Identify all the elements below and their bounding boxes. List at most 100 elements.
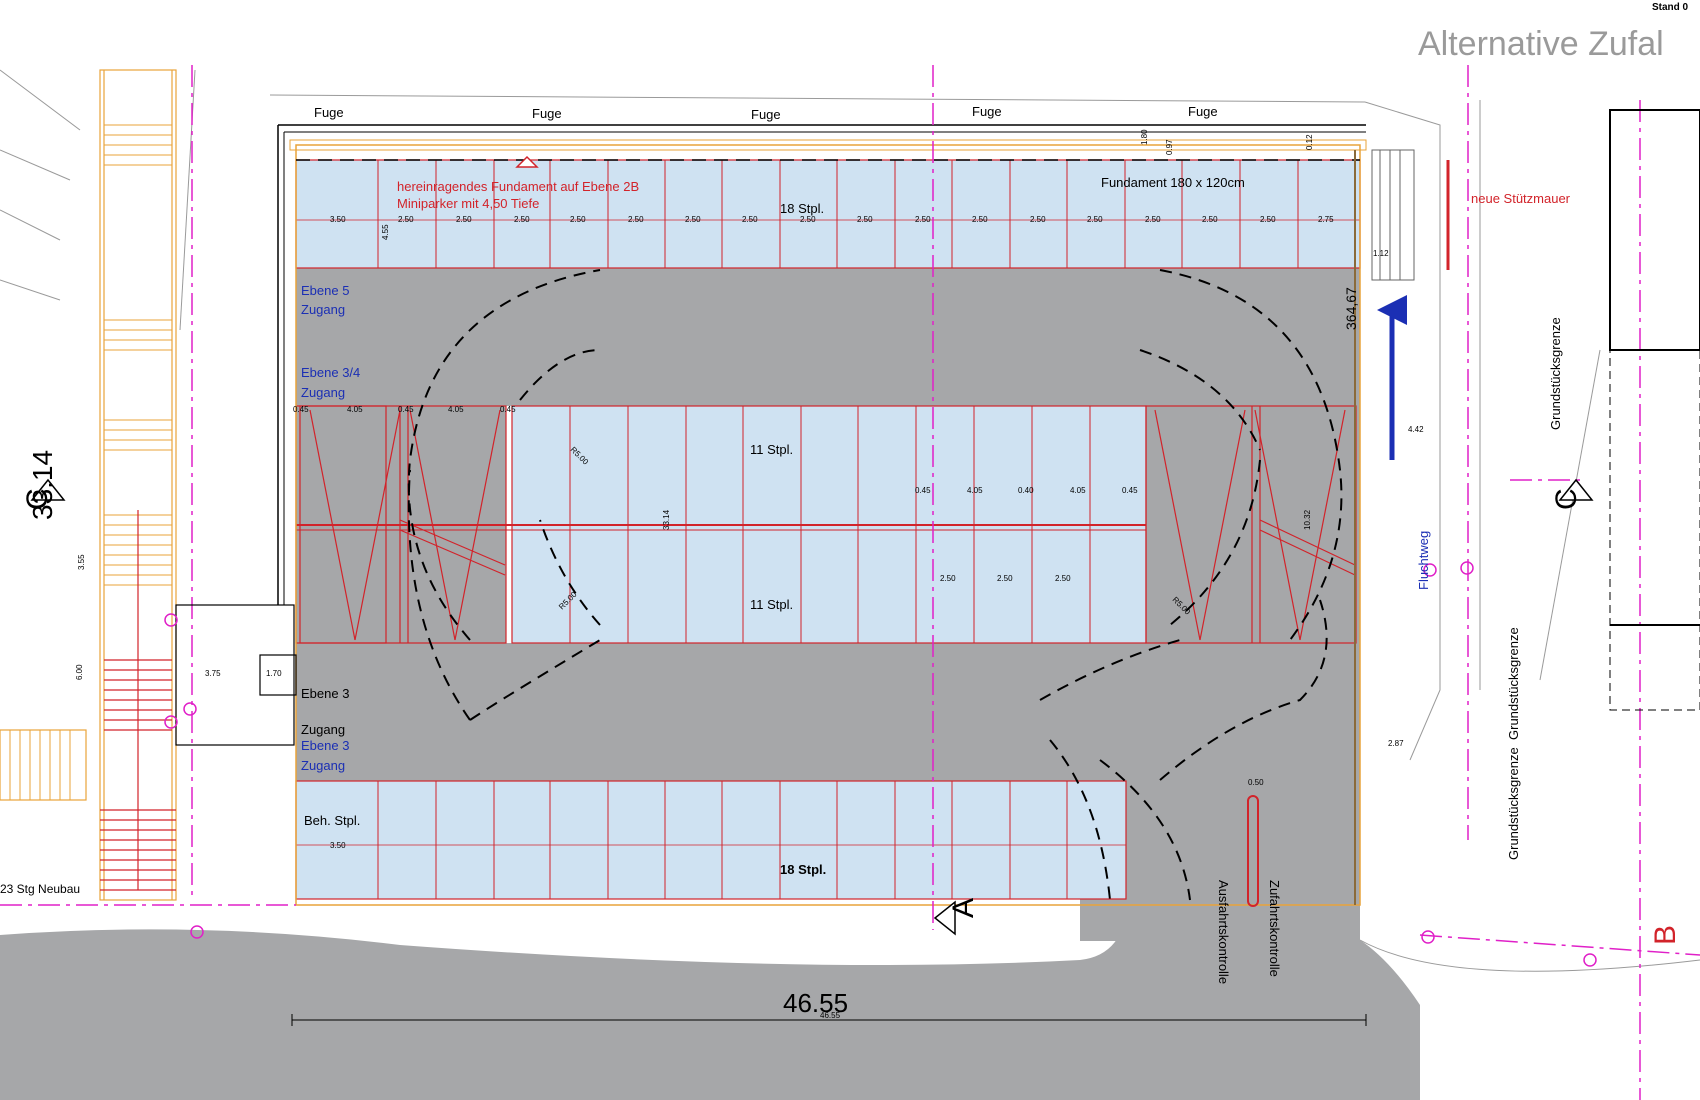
level-34-label: Ebene 3/4	[301, 365, 360, 380]
dim-045-b: 0.45	[398, 405, 414, 414]
dim-250-f: 2.50	[685, 215, 701, 224]
level-3-access-blue: Zugang	[301, 758, 345, 773]
dim-045-e: 0.45	[1122, 486, 1138, 495]
dim-405-c: 4.05	[967, 486, 983, 495]
control-bollard	[1247, 795, 1259, 907]
exit-control-label: Ausfahrtskontrolle	[1216, 880, 1231, 984]
boundary-label-2: Grundstücksgrenze	[1506, 627, 1521, 740]
dim-total-height: 33.14	[27, 450, 58, 520]
entry-control-label: Zufahrtskontrolle	[1267, 880, 1282, 977]
dim-250-h: 2.50	[800, 215, 816, 224]
dim-405-a: 4.05	[347, 405, 363, 414]
dim-045-c: 0.45	[500, 405, 516, 414]
dim-405-d: 4.05	[1070, 486, 1086, 495]
dim-250-mid-a: 2.50	[940, 574, 956, 583]
level-34-access: Zugang	[301, 385, 345, 400]
ramp-left	[299, 405, 507, 644]
level-3-label-black: Ebene 3	[301, 686, 349, 701]
dim-040: 0.40	[1018, 486, 1034, 495]
turning-paths	[407, 269, 1343, 901]
section-c-left: C	[21, 488, 54, 510]
stall-block-bottom	[295, 780, 1127, 900]
dim-045-a: 0.45	[293, 405, 309, 414]
dim-012: 0.12	[1305, 134, 1314, 150]
dim-350-bottom: 3.50	[330, 841, 346, 850]
stalls-mid-upper: 11 Stpl.	[750, 442, 793, 457]
dim-442: 4.42	[1408, 425, 1424, 434]
dim-250-e: 2.50	[628, 215, 644, 224]
building-walls	[277, 124, 1367, 906]
survey-points	[164, 561, 1597, 967]
dimension-bottom	[291, 1014, 1367, 1026]
stand-label: Stand 0	[1652, 2, 1689, 13]
dim-287: 2.87	[1388, 739, 1404, 748]
dim-250-n: 2.50	[1145, 215, 1161, 224]
foundation-note-2: Miniparker mit 4,50 Tiefe	[397, 196, 539, 211]
section-b: B	[1649, 925, 1682, 945]
stalls-bottom: 18 Stpl.	[780, 862, 826, 877]
joint-label-4: Fuge	[972, 104, 1002, 119]
level-5-label: Ebene 5	[301, 283, 349, 298]
dim-375: 3.75	[205, 669, 221, 678]
dim-097: 0.97	[1165, 139, 1174, 155]
dim-600-left: 6.00	[75, 664, 84, 680]
dim-1032: 10.32	[1303, 509, 1312, 530]
axis-lines	[0, 65, 1700, 1100]
dim-355: 3.55	[77, 554, 86, 570]
level-3-access-black: Zugang	[301, 722, 345, 737]
dim-250-k: 2.50	[972, 215, 988, 224]
joint-label-2: Fuge	[532, 106, 562, 121]
stall-block-top	[295, 159, 1361, 269]
stalls-top: 18 Stpl.	[780, 201, 824, 216]
section-a: A	[947, 898, 980, 918]
drive-areas	[0, 268, 1420, 1100]
dim-364: 364,67	[1343, 287, 1359, 330]
wall-note: neue Stützmauer	[1471, 191, 1571, 206]
dim-total-width: 46.55	[783, 988, 848, 1018]
joint-label-5: Fuge	[1188, 104, 1218, 119]
dim-180: 1.80	[1140, 129, 1149, 145]
dim-250-m: 2.50	[1087, 215, 1103, 224]
dim-405-b: 4.05	[448, 405, 464, 414]
dim-045-d: 0.45	[915, 486, 931, 495]
boundary-label-1: Grundstücksgrenze	[1548, 317, 1563, 430]
dim-250-mid-c: 2.50	[1055, 574, 1071, 583]
section-markers	[30, 155, 1594, 936]
dim-170: 1.70	[266, 669, 282, 678]
text-layer: Stand 0 Alternative Zufal Fuge Fuge Fuge…	[0, 2, 1689, 1020]
dim-250-g: 2.50	[742, 215, 758, 224]
dim-112: 1.12	[1373, 249, 1389, 258]
section-c-right: C	[1550, 488, 1583, 510]
stalls-accessible: Beh. Stpl.	[304, 813, 360, 828]
dim-350-top: 3.50	[330, 215, 346, 224]
dim-455: 4.55	[381, 224, 390, 240]
dim-250-mid-b: 2.50	[997, 574, 1013, 583]
foundation-note-1: hereinragendes Fundament auf Ebene 2B	[397, 179, 639, 194]
boundary-label-3: Grundstücksgrenze	[1506, 747, 1521, 860]
terrain-lines	[0, 69, 1700, 972]
dim-250-j: 2.50	[915, 215, 931, 224]
dim-250-b: 2.50	[456, 215, 472, 224]
dim-250-p: 2.50	[1260, 215, 1276, 224]
stalls-mid-lower: 11 Stpl.	[750, 597, 793, 612]
right-staircase	[1371, 109, 1700, 711]
level-5-access: Zugang	[301, 302, 345, 317]
dim-050: 0.50	[1248, 778, 1264, 787]
dim-250-a: 2.50	[398, 215, 414, 224]
escape-label: Fluchtweg	[1416, 531, 1431, 590]
dim-250-d: 2.50	[570, 215, 586, 224]
page-title: Alternative Zufal	[1418, 25, 1664, 63]
stall-dividers	[296, 160, 1360, 899]
dim-250-l: 2.50	[1030, 215, 1046, 224]
dim-3314: 33.14	[662, 509, 671, 530]
joint-label-3: Fuge	[751, 107, 781, 122]
dim-275: 2.75	[1318, 215, 1334, 224]
stair-note: 23 Stg Neubau	[0, 882, 80, 896]
dim-250-c: 2.50	[514, 215, 530, 224]
dim-250-o: 2.50	[1202, 215, 1218, 224]
dim-250-i: 2.50	[857, 215, 873, 224]
left-staircase	[0, 69, 297, 901]
level-3-label-blue: Ebene 3	[301, 738, 349, 753]
fundament-note: Fundament 180 x 120cm	[1101, 175, 1245, 190]
